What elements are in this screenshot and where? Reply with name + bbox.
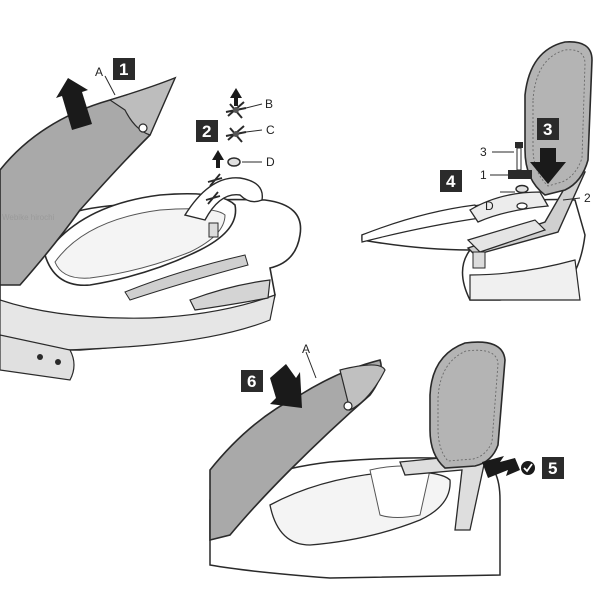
svg-text:6: 6 <box>247 372 256 391</box>
leader-line <box>245 129 263 133</box>
washer-D-icon <box>227 157 241 167</box>
lift-up-arrow-icon <box>56 78 92 130</box>
svg-text:4: 4 <box>446 172 456 191</box>
scooter-side-panel <box>0 294 276 352</box>
label-2: 2 <box>584 191 591 205</box>
leader-line <box>562 197 581 201</box>
svg-text:3: 3 <box>543 120 552 139</box>
backrest-pad <box>429 341 506 469</box>
leader-line <box>305 351 317 379</box>
label-C: C <box>266 123 275 137</box>
remove-up-arrow-icon <box>212 150 224 168</box>
step-badge-5: 5 <box>542 457 564 479</box>
check-icon <box>521 461 535 475</box>
step-badge-3: 3 <box>537 118 559 140</box>
grab-rail <box>469 191 550 223</box>
panel-scooter-open-seat: A Webike hirochi <box>0 65 302 381</box>
backrest-pad-seam <box>437 349 499 462</box>
seat-hinge <box>343 401 353 411</box>
washer-D-icon <box>515 184 529 194</box>
seat-hinge <box>138 123 148 133</box>
taillight <box>189 279 271 311</box>
label-A: A <box>95 65 103 79</box>
label-B: B <box>265 97 273 111</box>
mount-post <box>472 251 486 269</box>
storage-bay-rim <box>369 465 431 518</box>
bolt-C-icon <box>225 125 247 143</box>
label-3: 3 <box>480 145 487 159</box>
panel-closing-seat: A <box>209 341 535 579</box>
leader-line <box>104 75 116 96</box>
label-D: D <box>485 199 494 213</box>
seat-lid-edge <box>339 364 386 411</box>
step-badge-1: 1 <box>113 58 135 80</box>
step-number-2: 2 <box>202 122 211 141</box>
label-A: A <box>302 342 310 356</box>
bolt-B-icon <box>225 101 247 119</box>
seat-lid-edge <box>108 76 177 136</box>
bracket-1-icon <box>508 170 532 179</box>
push-left-arrow-icon <box>482 456 520 478</box>
watermark-text: Webike hirochi <box>2 213 55 222</box>
side-stripe <box>124 254 249 301</box>
light-dot <box>55 359 61 365</box>
rail-fastener-icon <box>205 173 223 238</box>
rear-side-lower <box>469 259 581 301</box>
panel-hardware-removal: 2 B C D <box>196 88 275 238</box>
bolt-3-icon <box>515 142 523 171</box>
svg-text:5: 5 <box>548 459 557 478</box>
backrest-plate <box>466 219 547 253</box>
light-dot <box>37 354 43 360</box>
panel-backrest-mounting: 3 1 D 2 <box>361 41 593 301</box>
bolt-hole <box>516 202 528 210</box>
insert-down-arrow-icon <box>530 148 566 184</box>
front-light-cluster <box>0 334 75 381</box>
step-badge-4: 4 <box>440 170 462 192</box>
remove-up-arrow-icon <box>230 88 242 106</box>
step-badge-6: 6 <box>241 370 263 392</box>
svg-text:1: 1 <box>119 60 128 79</box>
label-D: D <box>266 155 275 169</box>
press-down-arrow-icon <box>270 364 302 408</box>
label-1: 1 <box>480 168 487 182</box>
storage-bay-inner <box>54 208 226 279</box>
leader-line <box>245 103 263 109</box>
step-badge-2 <box>196 120 218 142</box>
grab-rail <box>183 177 264 221</box>
